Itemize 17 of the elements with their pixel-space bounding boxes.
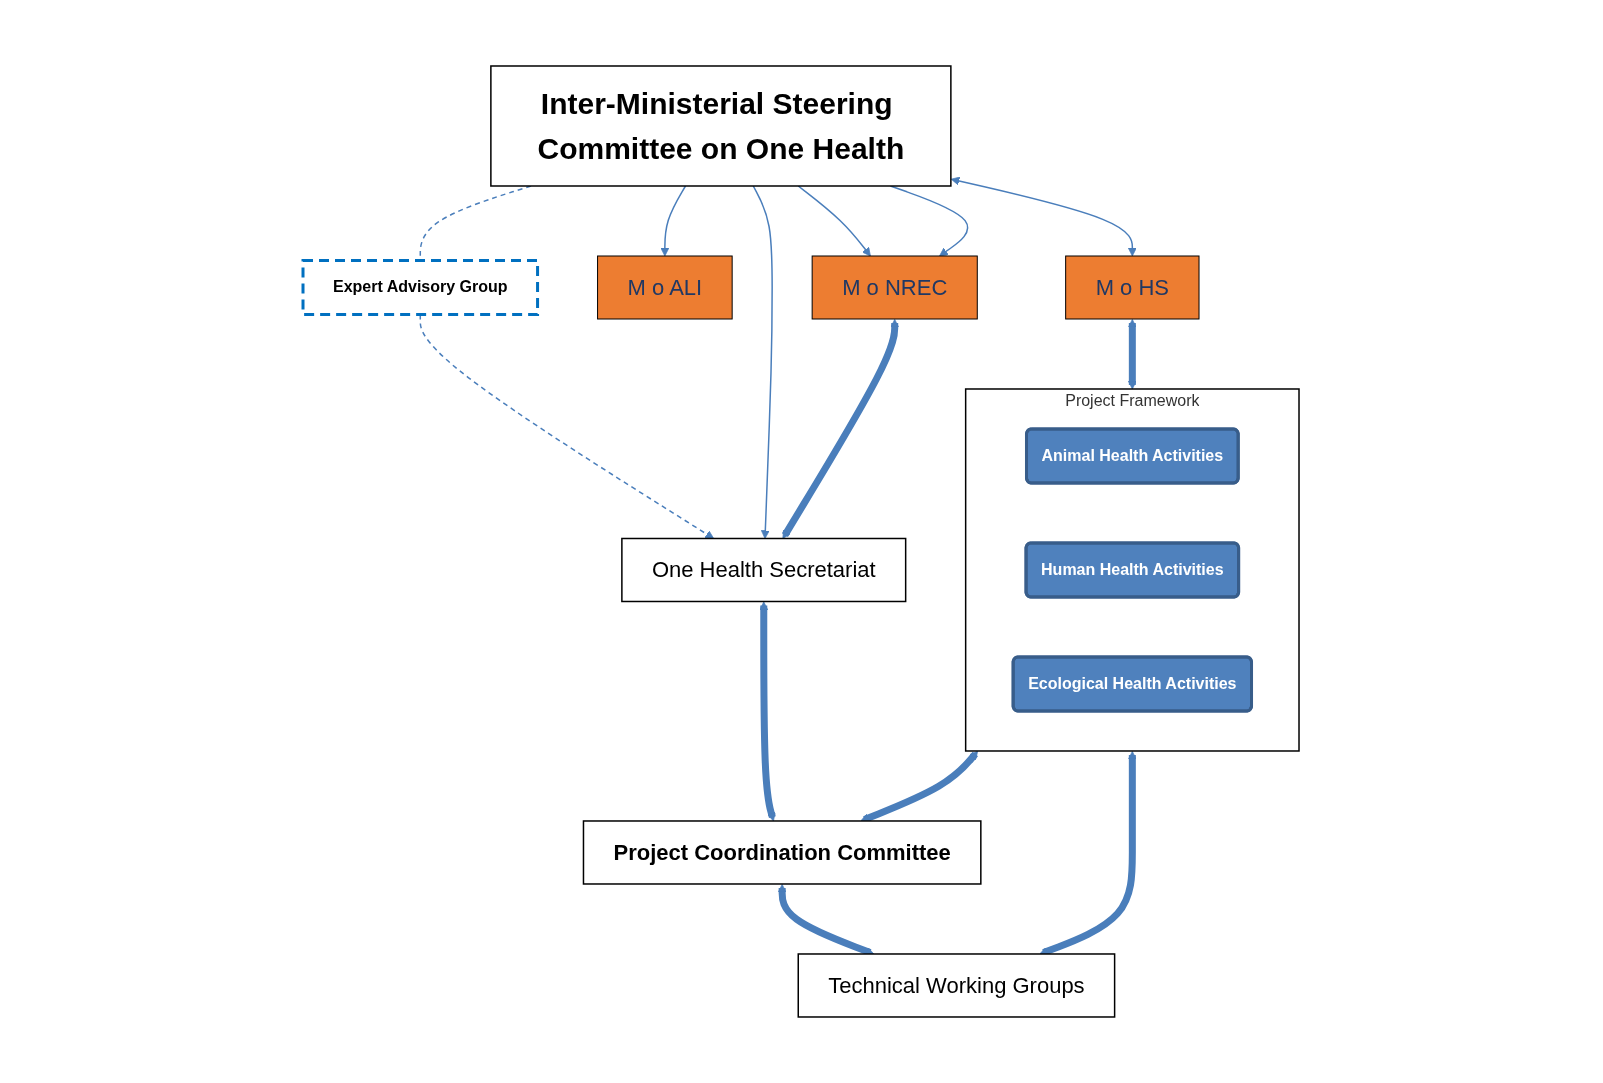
arrow: [951, 176, 1138, 257]
node-box: One Health Secretariat: [621, 537, 907, 603]
arrow: [759, 601, 777, 822]
arrow: [660, 185, 687, 257]
node-box: Project Coordination Committee: [583, 820, 983, 885]
arrow: [1039, 751, 1138, 956]
node-box: M o HS: [1065, 255, 1200, 320]
arrow: [753, 185, 774, 539]
arrow: [782, 319, 900, 539]
node-box: M o ALI: [597, 255, 734, 320]
arrow: [1128, 319, 1138, 390]
arrow: [778, 884, 875, 956]
node-box: Expert Advisory Group: [302, 259, 540, 316]
arrow: [798, 185, 872, 257]
node-box: M o NREC: [812, 255, 979, 320]
node-box: Inter-Ministerial Steering Committee on One Health: [490, 65, 953, 187]
node-box: Technical Working Groups: [798, 953, 1116, 1018]
